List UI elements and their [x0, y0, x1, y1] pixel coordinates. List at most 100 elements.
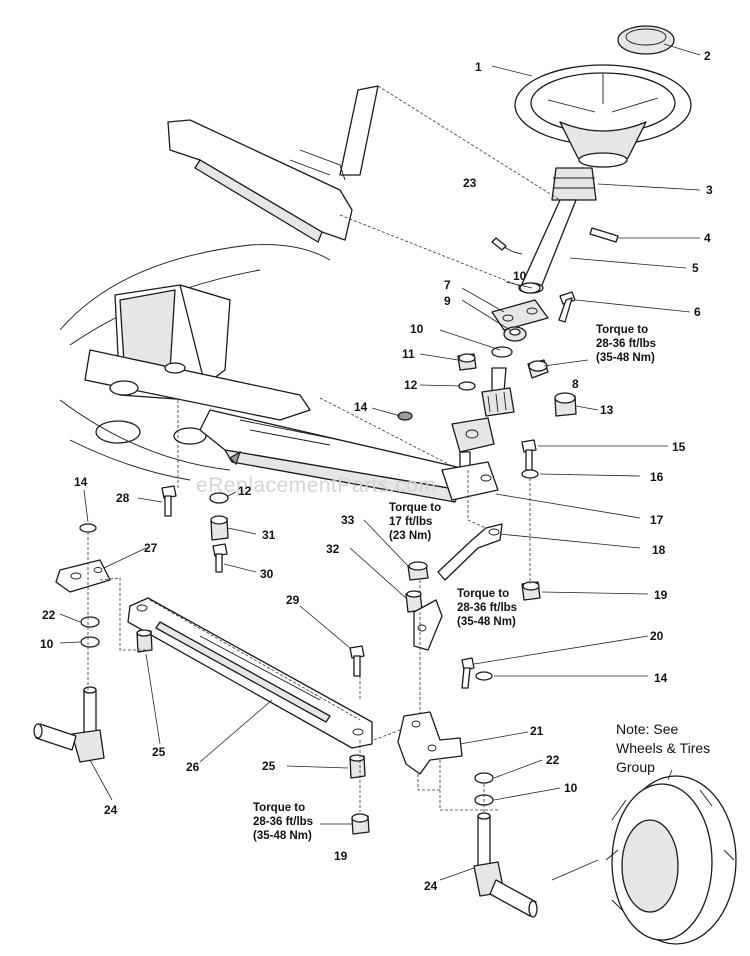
callout-22-right: 22: [546, 753, 560, 767]
callout-3: 3: [706, 183, 713, 197]
callout-32: 32: [326, 542, 340, 556]
callout-12-lower: 12: [238, 484, 252, 498]
torque-note-2-line-3: (23 Nm): [389, 530, 431, 542]
spacer-25-right: [349, 754, 366, 779]
torque-note-2-line-1: Torque to: [389, 502, 441, 514]
callout-21: 21: [530, 724, 544, 738]
spindle-24-left: [33, 686, 105, 763]
callout-27: 27: [144, 541, 158, 555]
steering-bushing: [551, 167, 597, 201]
tractor-frame: [59, 244, 471, 503]
assembly-lines: [87, 400, 531, 812]
washer-12-lower: [209, 492, 229, 504]
bolt-28: [161, 485, 177, 517]
washer-22-left: [80, 616, 100, 628]
steering-arm-27: [55, 559, 111, 593]
pivot-bracket-21: [397, 711, 463, 775]
nut-19-lower: [351, 813, 370, 835]
drag-link-end: [413, 599, 443, 651]
callout-25-left: 25: [152, 745, 166, 759]
torque-note-2-line-2: 17 ft/lbs: [389, 516, 432, 528]
callout-14-upper: 14: [354, 400, 368, 414]
drag-link-18: [437, 523, 503, 581]
callout-10-right: 10: [564, 781, 578, 795]
torque-note-3-line-3: (35-48 Nm): [457, 616, 516, 628]
callout-15: 15: [672, 440, 686, 454]
spindle-24-right: [473, 812, 538, 918]
washer-14-left: [79, 523, 97, 533]
nut-19-upper: [521, 581, 541, 601]
bolt-30: [212, 543, 228, 573]
callout-31: 31: [262, 528, 276, 542]
callout-19-lower: 19: [334, 849, 348, 863]
washer-10-upper: [519, 282, 541, 294]
callout-9: 9: [444, 294, 451, 308]
torque-note-4: Torque to 28-36 ft/lbs (35-48 Nm): [253, 802, 316, 842]
pinion-gear: [481, 367, 515, 417]
callout-16: 16: [650, 470, 664, 484]
callout-5: 5: [692, 261, 699, 275]
torque-note-1-line-1: Torque to: [596, 324, 648, 336]
steering-arm-17: [441, 461, 499, 501]
torque-note-1-line-2: 28-36 ft/lbs: [596, 338, 656, 350]
roll-pin: [589, 227, 619, 243]
bearing-9: [503, 326, 527, 342]
torque-note-1: Torque to 28-36 ft/lbs (35-48 Nm): [596, 324, 659, 364]
front-axle-26: [127, 597, 373, 749]
watermark: eReplacementParts.com: [196, 474, 436, 497]
washer-12-upper: [458, 381, 476, 391]
washer-14-upper: [397, 411, 413, 421]
callout-20: 20: [650, 629, 664, 643]
callout-18: 18: [652, 543, 666, 557]
torque-note-4-line-2: 28-36 ft/lbs: [253, 816, 313, 828]
bearing-plate-7: [491, 299, 549, 331]
cable-23: [491, 237, 523, 255]
callout-17: 17: [650, 513, 664, 527]
steering-wheel: [514, 64, 692, 168]
callout-2: 2: [704, 49, 711, 63]
washer-22-right: [474, 772, 494, 784]
washer-10-mid: [491, 346, 513, 358]
callout-30: 30: [260, 567, 274, 581]
callout-26: 26: [186, 760, 200, 774]
callout-11: 11: [402, 347, 415, 361]
callout-6: 6: [694, 305, 701, 319]
callout-10-mid: 10: [410, 322, 424, 336]
note-line-3: Group: [616, 759, 655, 775]
washer-14-right: [475, 671, 493, 681]
callout-8: 8: [572, 377, 579, 391]
callout-14-right: 14: [654, 671, 668, 685]
washer-16: [521, 469, 539, 479]
callout-24-left: 24: [104, 803, 118, 817]
callout-28: 28: [116, 491, 130, 505]
callout-13: 13: [600, 403, 614, 417]
callout-19-right: 19: [654, 588, 668, 602]
callout-23: 23: [463, 176, 477, 190]
note-line-1: Note: See: [616, 721, 678, 737]
torque-note-3-line-2: 28-36 ft/lbs: [457, 602, 517, 614]
note-line-2: Wheels & Tires: [616, 740, 710, 756]
callout-10-left: 10: [40, 637, 54, 651]
callout-12-upper: 12: [404, 378, 418, 392]
bolt-29: [349, 645, 365, 677]
torque-note-1-line-3: (35-48 Nm): [596, 352, 655, 364]
spacer-25-left: [136, 629, 153, 653]
callout-14-left: 14: [74, 475, 88, 489]
nut-13: [554, 392, 577, 417]
torque-note-2: Torque to 17 ft/lbs (23 Nm): [389, 502, 444, 542]
callout-22-left: 22: [42, 608, 56, 622]
steering-support-bracket: [167, 85, 561, 291]
callout-4: 4: [704, 231, 711, 245]
callout-10-top: 10: [513, 269, 527, 283]
leader-lines: [59, 43, 701, 881]
wheels-tires-note: Note: See Wheels & Tires Group: [616, 721, 714, 775]
front-tire-reference: [605, 775, 737, 945]
bolt-20: [461, 657, 475, 689]
steering-shaft: [518, 199, 577, 294]
torque-note-4-line-3: (35-48 Nm): [253, 830, 312, 842]
bolt-15: [521, 439, 537, 471]
callout-1: 1: [475, 60, 482, 74]
nut-11: [457, 353, 477, 371]
washer-10-left: [80, 636, 100, 648]
